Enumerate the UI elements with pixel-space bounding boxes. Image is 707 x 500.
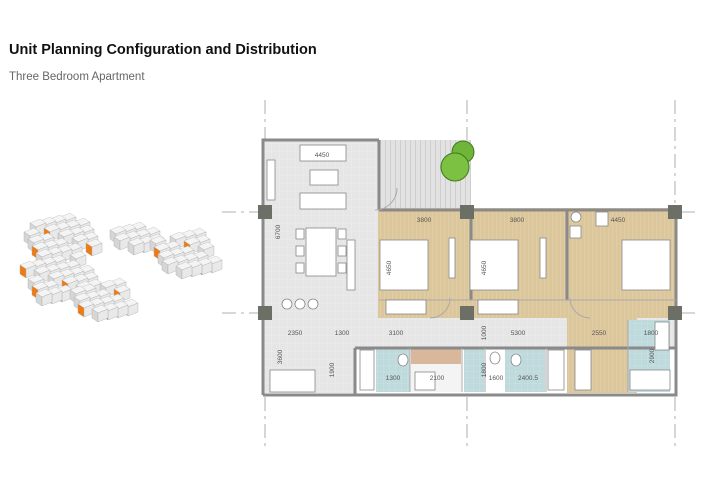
massing-block [161, 256, 179, 275]
dim-living-depth: 6700 [275, 224, 282, 239]
massing-block [113, 232, 131, 251]
massing-block [175, 261, 193, 280]
massing-block [127, 237, 145, 256]
dim-living-width: 4450 [315, 152, 330, 159]
dim-entry-depth: 3600 [277, 349, 284, 364]
massing-block [77, 299, 95, 318]
bathroom-2 [505, 348, 545, 392]
page-title: Unit Planning Configuration and Distribu… [9, 42, 317, 58]
dim-bedroom3-width: 4450 [611, 217, 626, 224]
dim-wc-width: 1600 [489, 375, 504, 382]
massing-block [85, 238, 103, 257]
dim-corridor-width: 1000 [481, 325, 488, 340]
dim-entry-door: 1900 [329, 362, 336, 377]
massing-block [35, 288, 53, 307]
dim-corridor-2: 1300 [335, 330, 350, 337]
dim-bedroom2-depth: 4650 [481, 260, 488, 275]
dim-corridor-4: 5300 [511, 330, 526, 337]
structural-columns [258, 205, 682, 320]
tree-icon [440, 140, 475, 182]
dim-wc-depth: 1800 [481, 362, 488, 377]
dim-corridor-3: 3100 [389, 330, 404, 337]
dim-corridor-6: 1800 [644, 330, 659, 337]
dim-bedroom1-width: 3800 [417, 217, 432, 224]
dim-master-bath-depth: 2900 [649, 348, 656, 363]
dim-kitchen-width: 2100 [430, 375, 445, 382]
furniture [266, 144, 671, 393]
massing-block [91, 304, 109, 323]
dim-corridor-5: 2550 [592, 330, 607, 337]
page-subtitle: Three Bedroom Apartment [9, 71, 145, 83]
massing-block [19, 260, 37, 279]
dim-bath1-width: 1300 [386, 375, 401, 382]
dim-corridor-1: 2350 [288, 330, 303, 337]
kitchen [411, 348, 461, 364]
wc [464, 348, 484, 392]
dim-bath2-width: 2400.5 [518, 375, 538, 382]
dim-bedroom2-width: 3800 [510, 217, 525, 224]
dim-bedroom1-depth: 4650 [386, 260, 393, 275]
